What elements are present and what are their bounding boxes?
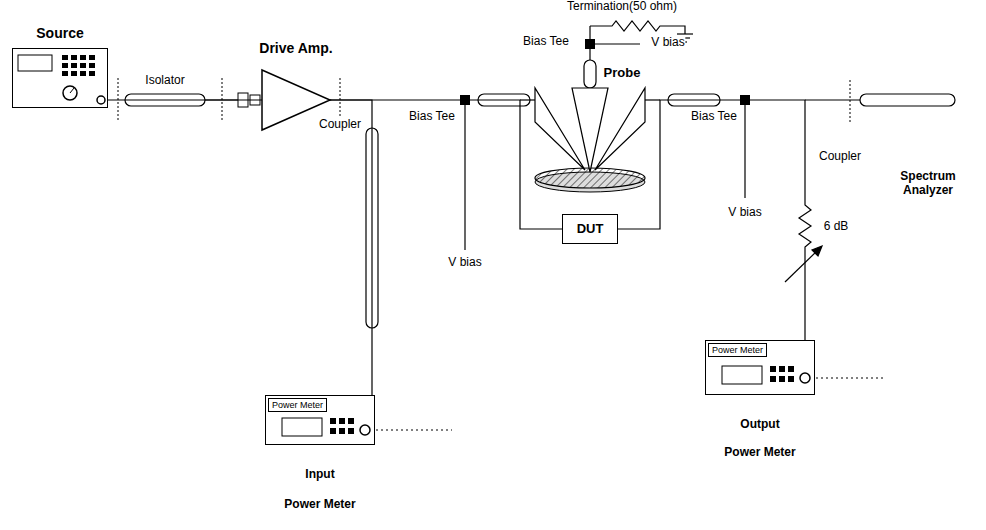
wire	[464, 100, 465, 250]
coax-connection	[108, 99, 262, 100]
input-power-meter-panel	[360, 425, 370, 435]
signal-source	[80, 55, 86, 60]
output-power-meter-panel	[816, 378, 885, 379]
output-power-meter-panel	[722, 366, 885, 384]
termination-resistor	[677, 33, 693, 34]
termination-label: Termination(50 ohm)	[566, 0, 678, 14]
signal-source	[63, 86, 77, 100]
signal-source	[70, 88, 74, 93]
input-power-meter-panel	[348, 428, 354, 434]
dut-label: DUT	[577, 222, 604, 237]
termination-resistor	[590, 21, 685, 34]
wafer-probe	[535, 88, 645, 192]
signal-source	[62, 55, 68, 60]
signal-source	[97, 96, 105, 104]
meter-caption: Input	[305, 468, 334, 482]
dut-box: DUT	[562, 214, 618, 244]
wire	[520, 99, 535, 100]
bias-tee-label: Bias Tee	[408, 110, 456, 124]
output-power-meter-panel	[788, 366, 794, 372]
input-power-meter-panel	[282, 418, 322, 436]
signal-source	[89, 55, 95, 60]
input-power-meter-panel	[330, 418, 336, 424]
signal-source	[71, 71, 77, 76]
signal-source	[80, 71, 86, 76]
meter-caption: Power Meter	[284, 498, 355, 512]
input-power-meter-panel	[339, 418, 345, 424]
wire	[744, 100, 745, 198]
wire	[205, 26, 860, 250]
bias-voltage-label: V bias	[447, 256, 482, 270]
signal-source	[89, 71, 95, 76]
wire	[805, 99, 860, 100]
wafer-probe	[572, 88, 608, 172]
meter-panel-label: Power Meter	[268, 398, 327, 412]
output-power-meter-panel	[788, 376, 794, 382]
output-power-meter-panel	[722, 366, 762, 384]
input-power-meter-panel	[348, 418, 354, 424]
wire	[645, 99, 660, 100]
signal-source	[62, 63, 68, 68]
signal-source	[71, 55, 77, 60]
amplifier-title: Drive Amp.	[259, 40, 332, 56]
bias-tee-label: Bias Tee	[690, 110, 738, 124]
meter-caption: Output	[740, 418, 779, 432]
spectrum-analyzer-label: Spectrum Analyzer	[891, 170, 965, 198]
signal-source	[18, 55, 105, 104]
signal-source	[62, 71, 68, 76]
input-power-meter-panel	[330, 428, 336, 434]
output-power-meter-panel	[779, 366, 785, 372]
signal-source: Source	[12, 48, 108, 108]
output-power-meter-panel	[770, 376, 776, 382]
bias-voltage-label: V bias	[650, 36, 685, 50]
probe-label: Probe	[603, 66, 642, 81]
meter-panel-label: Power Meter	[708, 343, 767, 357]
output-power-meter-panel	[770, 366, 776, 372]
meter-caption: Power Meter	[724, 446, 795, 460]
input-power-meter-panel	[282, 418, 452, 436]
input-power-meter-panel	[330, 418, 354, 434]
attenuator-label: 6 dB	[823, 220, 850, 234]
instrument-title: Source	[36, 25, 83, 41]
coax-connection	[330, 100, 562, 229]
signal-source	[89, 63, 95, 68]
reference-plane	[850, 80, 851, 122]
input-power-meter: Power MeterInputPower Meter	[265, 395, 375, 445]
coupler-label: Coupler	[818, 150, 862, 164]
input-power-meter-panel	[376, 430, 452, 431]
coax-connection	[330, 100, 372, 395]
bias-tee-symbol	[585, 39, 595, 49]
output-power-meter-panel	[800, 373, 810, 383]
signal-source	[18, 55, 52, 71]
isolator-label: Isolator	[144, 74, 185, 88]
output-power-meter-panel	[779, 376, 785, 382]
signal-source	[71, 63, 77, 68]
bias-voltage-label: V bias	[727, 206, 762, 220]
variable-attenuator-arrow	[785, 250, 818, 282]
coupler-label: Coupler	[318, 118, 362, 132]
coax-connection	[618, 100, 811, 340]
output-power-meter-panel	[770, 366, 794, 382]
variable-attenuator-arrow	[785, 246, 822, 282]
signal-source	[80, 63, 86, 68]
coax-cable	[860, 94, 955, 106]
input-power-meter-panel	[339, 428, 345, 434]
variable-attenuator-arrow	[812, 246, 822, 256]
bias-tee-label: Bias Tee	[522, 35, 570, 49]
output-power-meter: Power MeterOutputPower Meter	[705, 340, 815, 395]
coax-cable	[584, 60, 596, 88]
signal-source	[62, 55, 95, 76]
wire	[590, 43, 640, 44]
